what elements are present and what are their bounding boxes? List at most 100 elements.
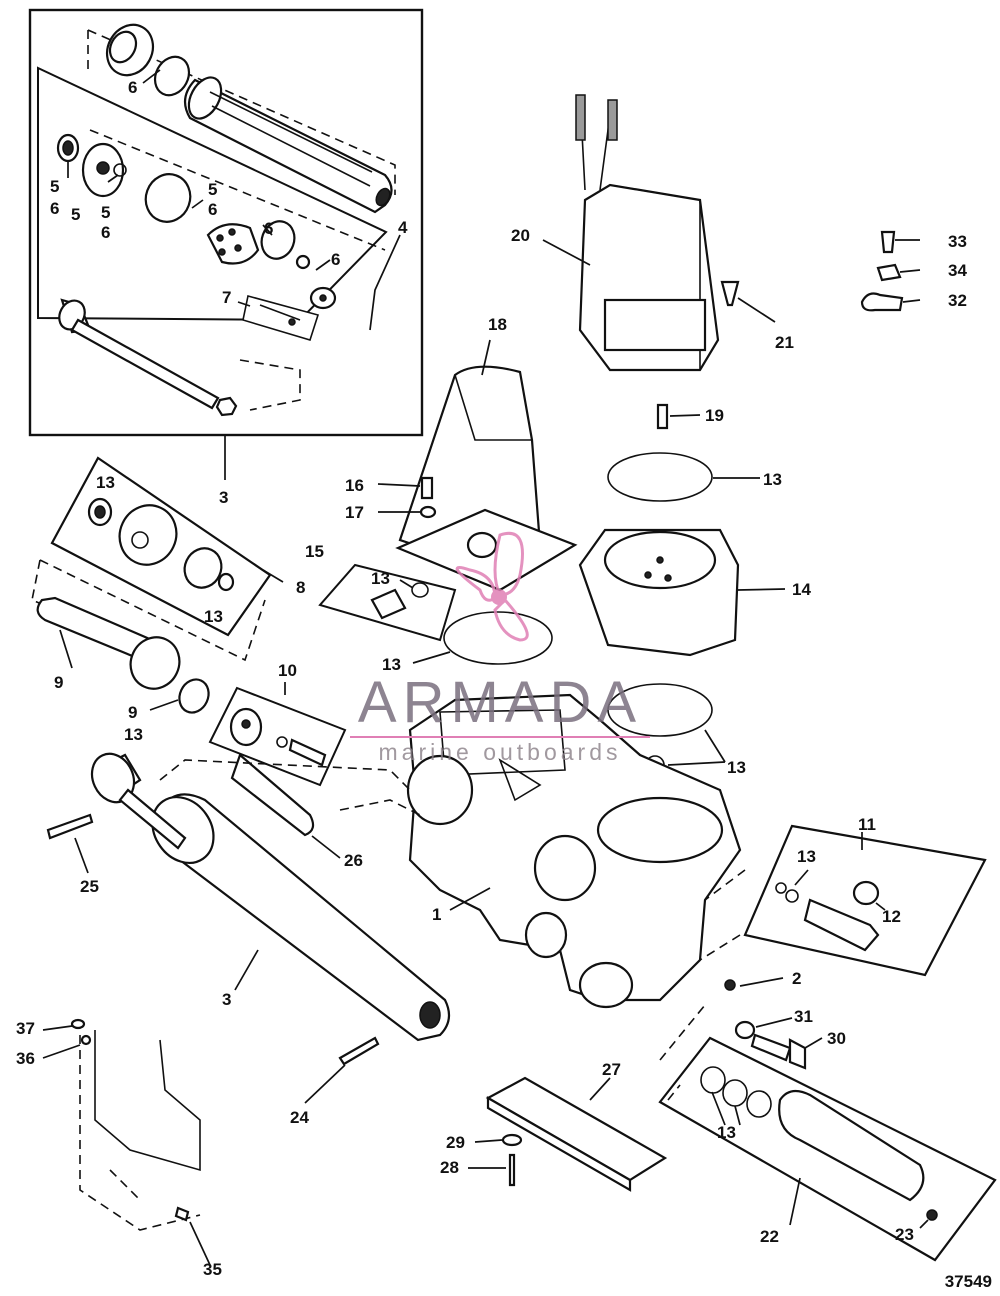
washer-17 [419,505,437,519]
callout-19: 19 [705,406,724,425]
nut-34 [876,263,902,282]
callout-12: 12 [882,907,901,926]
check-ball-2 [724,979,736,991]
screw-35-part [174,1206,190,1222]
callout-26: 26 [344,851,363,870]
watermark-brand: ARMADA [358,670,642,735]
callout-36: 36 [16,1049,35,1068]
pump-body-1 [406,693,742,1009]
callout-20: 20 [511,226,530,245]
callout-23: 23 [895,1225,914,1244]
callout-15: 15 [305,542,324,561]
pump-housing-14 [578,528,740,657]
callout-22: 22 [760,1227,779,1246]
callout-16: 16 [345,476,364,495]
callout-35: 35 [203,1260,222,1279]
armada-watermark: ARMADA marine outboards [350,532,650,765]
callout-5a: 5 [50,177,59,196]
callout-10: 10 [278,661,297,680]
callout-17: 17 [345,503,364,522]
callout-6a: 6 [128,78,137,97]
callout-31: 31 [794,1007,813,1026]
callout-11: 11 [858,815,876,834]
callout-6c: 6 [101,223,110,242]
check-valve-kit-11 [743,824,987,977]
callout-32: 32 [948,291,967,310]
callout-28: 28 [440,1158,459,1177]
pivot-pin-26 [230,753,315,837]
screw-33 [880,230,896,254]
callout-21: 21 [775,333,794,352]
manual-release-kit-15 [318,563,457,642]
callout-13b: 13 [204,607,223,626]
callout-37: 37 [16,1019,35,1038]
o-ring-13-upper [607,452,713,502]
callout-14: 14 [792,580,811,599]
drawing-number: 37549 [945,1272,992,1291]
callout-13g: 13 [727,758,746,777]
callout-5d: 5 [208,180,217,199]
callout-6e: 6 [264,219,273,238]
rod-part-9 [36,596,210,714]
callout-25: 25 [80,877,99,896]
callout-6d: 6 [208,200,217,219]
callout-labels: 6 5 6 5 5 6 5 6 6 6 4 7 3 13 13 8 9 9 13… [16,78,967,1279]
callout-13f: 13 [382,655,401,674]
callout-5b: 5 [71,205,80,224]
callout-9a: 9 [54,673,63,692]
trim-cylinder-3 [90,752,451,1042]
callout-24: 24 [290,1108,309,1127]
callout-34: 34 [948,261,967,280]
piston-kit-10 [208,686,347,787]
trim-rod-part [58,298,238,417]
callout-13h: 13 [797,847,816,866]
callout-4: 4 [398,218,408,237]
callout-1: 1 [432,905,441,924]
manual-release-valve-kit-22 [658,1036,997,1262]
o-ring-13-right [607,683,713,737]
screw-36 [80,1034,92,1046]
callout-18: 18 [488,315,507,334]
leader-lines [42,69,929,1266]
callout-30: 30 [827,1029,846,1048]
cylinder-tube-part [183,76,393,214]
callout-7: 7 [222,288,231,307]
check-valve-kit-7 [242,295,320,341]
callout-8: 8 [296,578,305,597]
callout-13e: 13 [371,569,390,588]
screw-28 [508,1153,516,1187]
memory-piston-part [56,133,192,223]
callout-6b: 6 [50,199,59,218]
trim-cylinder-kit-box [28,8,424,437]
washer-37 [70,1018,86,1030]
callout-9b: 9 [128,703,137,722]
callout-27: 27 [602,1060,621,1079]
screw-25 [46,813,94,840]
fill-plug-27 [485,1076,668,1192]
reservoir-tank-18 [395,365,578,592]
bracket-35 [94,1030,201,1172]
electric-motor-20 [575,94,720,372]
callout-3b: 3 [222,990,231,1009]
callout-13a: 13 [96,473,115,492]
callout-2: 2 [792,969,801,988]
screw-21 [720,280,740,307]
callout-29: 29 [446,1133,465,1152]
washer-29 [501,1133,523,1147]
o-ring-13-middle [443,611,553,665]
callout-6f: 6 [331,250,340,269]
callout-13d: 13 [763,470,782,489]
clamp-32 [860,292,904,312]
screw-30 [750,1033,807,1070]
pin-24 [338,1036,380,1066]
callout-33: 33 [948,232,967,251]
pin-19 [656,403,669,430]
shock-piston-part [206,220,337,310]
propeller-logo-icon [455,532,529,642]
cylinder-cap-part [105,23,191,97]
washer-31 [734,1020,756,1040]
watermark-tagline: marine outboards [379,739,622,765]
cylinder-end-cap-kit-8 [50,456,272,637]
